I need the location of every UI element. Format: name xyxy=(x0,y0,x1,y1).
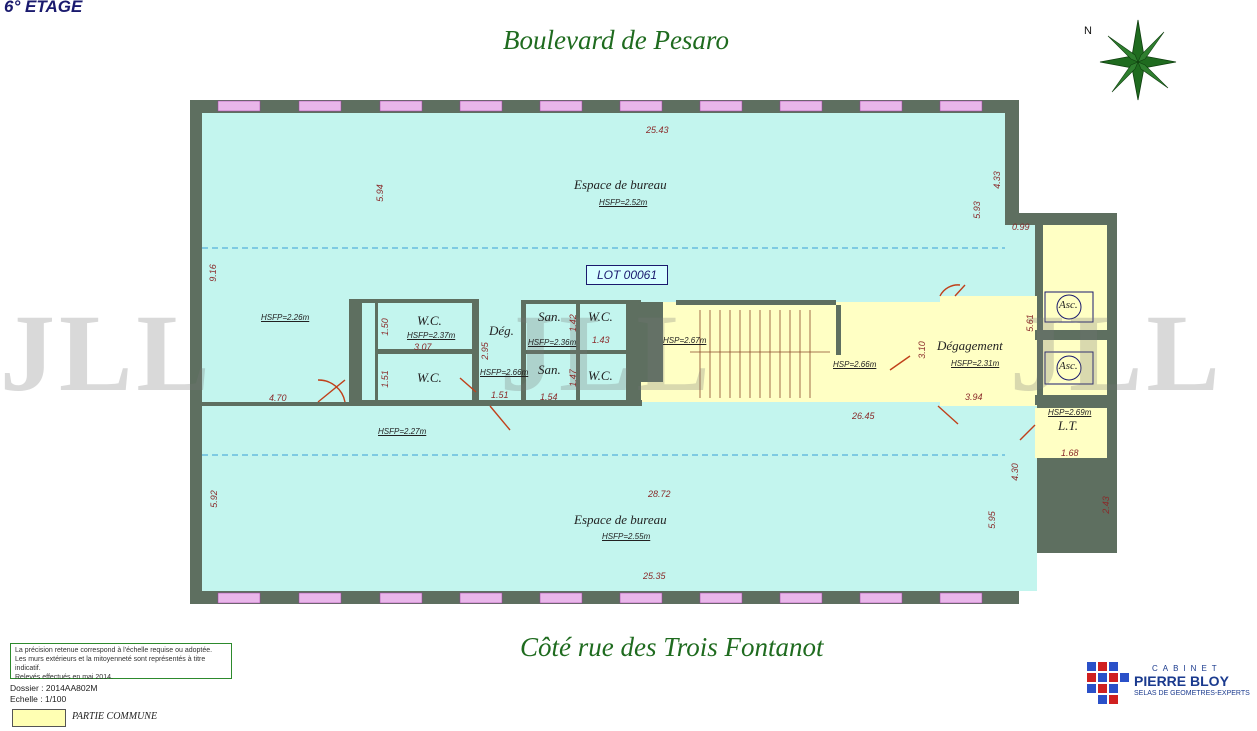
dim-deg-3: 3.94 xyxy=(965,392,983,402)
company-logo-icon xyxy=(1087,662,1129,704)
svg-text:N: N xyxy=(1084,25,1092,37)
room-san-1: San. xyxy=(538,309,561,324)
dossier-number: Dossier : 2014AA802M xyxy=(10,683,98,693)
watermark-center: JLL xyxy=(500,292,714,414)
room-elevator-1: Asc. xyxy=(1059,299,1078,311)
dim-wc-1: 3.07 xyxy=(414,342,432,352)
common-degagement xyxy=(940,296,1037,406)
dim-deg: 1.51 xyxy=(491,390,509,400)
legend-swatch-common xyxy=(12,709,66,727)
dim-right-low-3: 2.43 xyxy=(1100,496,1111,514)
dim-san-3: 1.42 xyxy=(567,314,578,332)
logo-cabinet: CABINET xyxy=(1152,664,1222,673)
room-lt: L.T. xyxy=(1058,418,1078,433)
dim-left-bottom: 5.92 xyxy=(208,490,219,508)
logo-name: PIERRE BLOY xyxy=(1134,673,1229,689)
dim-bottom-width: 25.35 xyxy=(643,571,666,581)
dim-right-top-1: 4.33 xyxy=(991,171,1002,189)
room-wc-3: W.C. xyxy=(588,309,613,324)
hsfp-degagement: HSFP=2.31m xyxy=(951,359,1000,368)
hsfp-left: HSFP=2.26m xyxy=(261,313,310,322)
room-office-top: Espace de bureau xyxy=(574,177,667,192)
room-wc-2: W.C. xyxy=(417,370,442,385)
watermark-left: JLL xyxy=(0,292,214,414)
room-deg: Dég. xyxy=(489,323,514,338)
hsp-stair-1: HSP=2.67m xyxy=(663,336,707,345)
dim-wc-3: 1.50 xyxy=(379,318,390,336)
notes-line-1: La précision retenue correspond à l'éche… xyxy=(15,647,213,654)
dim-san-2: 1.54 xyxy=(540,392,558,402)
lot-label: LOT 00061 xyxy=(586,265,668,285)
hsfp-san: HSFP=2.36m xyxy=(528,338,577,347)
street-bottom-label: Côté rue des Trois Fontanot xyxy=(520,632,824,662)
dim-wc-2: 2.95 xyxy=(479,342,490,360)
room-elevator-2: Asc. xyxy=(1059,360,1078,372)
scale-label: Echelle : 1/100 xyxy=(10,694,67,704)
dim-wc-4: 1.51 xyxy=(379,370,390,388)
room-wc-1: W.C. xyxy=(417,313,442,328)
hsp-stair-2: HSP=2.66m xyxy=(833,360,877,369)
room-san-2: San. xyxy=(538,362,561,377)
hsfp-office-top: HSFP=2.52m xyxy=(599,198,648,207)
hsp-lt: HSP=2.69m xyxy=(1048,408,1092,417)
hsfp-corridor: HSFP=2.27m xyxy=(378,427,427,436)
floor-label: 6° ETAGE xyxy=(4,0,83,16)
dim-san-4: 1.47 xyxy=(567,369,578,387)
north-arrow-icon: N xyxy=(1084,19,1177,101)
hsfp-office-bottom: HSFP=2.55m xyxy=(602,532,651,541)
dim-san-1: 1.43 xyxy=(592,335,610,345)
dim-left-mid: 9.16 xyxy=(207,264,218,282)
dim-right-low-1: 4.30 xyxy=(1009,463,1020,481)
hsfp-deg: HSFP=2.66m xyxy=(480,368,529,377)
room-office-bottom: Espace de bureau xyxy=(574,512,667,527)
dim-small: 0.99 xyxy=(1012,222,1030,232)
room-wc-4: W.C. xyxy=(588,368,613,383)
dim-lt: 1.68 xyxy=(1061,448,1079,458)
dim-right-low-2: 5.95 xyxy=(986,511,997,529)
office-area-bottom xyxy=(202,405,1037,591)
street-top-label: Boulevard de Pesaro xyxy=(503,25,729,55)
dim-corridor-left: 4.70 xyxy=(269,393,287,403)
notes-line-3: Relevés effectués en mai 2014. xyxy=(15,674,113,681)
dim-right-top-2: 5.93 xyxy=(971,201,982,219)
dim-deg-2: 3.10 xyxy=(916,341,927,359)
notes-line-2: Les murs extérieurs et la mitoyenneté so… xyxy=(15,656,206,672)
watermark-right: JLL xyxy=(1010,292,1224,414)
dim-mid-width: 26.45 xyxy=(852,411,875,421)
room-degagement: Dégagement xyxy=(937,338,1003,353)
logo-tagline: SELAS DE GEOMETRES-EXPERTS xyxy=(1134,690,1250,697)
legend-label-common: PARTIE COMMUNE xyxy=(72,711,158,722)
precision-notes: La précision retenue correspond à l'éche… xyxy=(10,643,232,681)
dim-right-mid: 5.61 xyxy=(1024,314,1035,332)
hsfp-wc: HSFP=2.37m xyxy=(407,331,456,340)
dim-left-top: 5.94 xyxy=(374,184,385,202)
dim-low-width: 28.72 xyxy=(648,489,671,499)
dim-top-width: 25.43 xyxy=(646,125,669,135)
